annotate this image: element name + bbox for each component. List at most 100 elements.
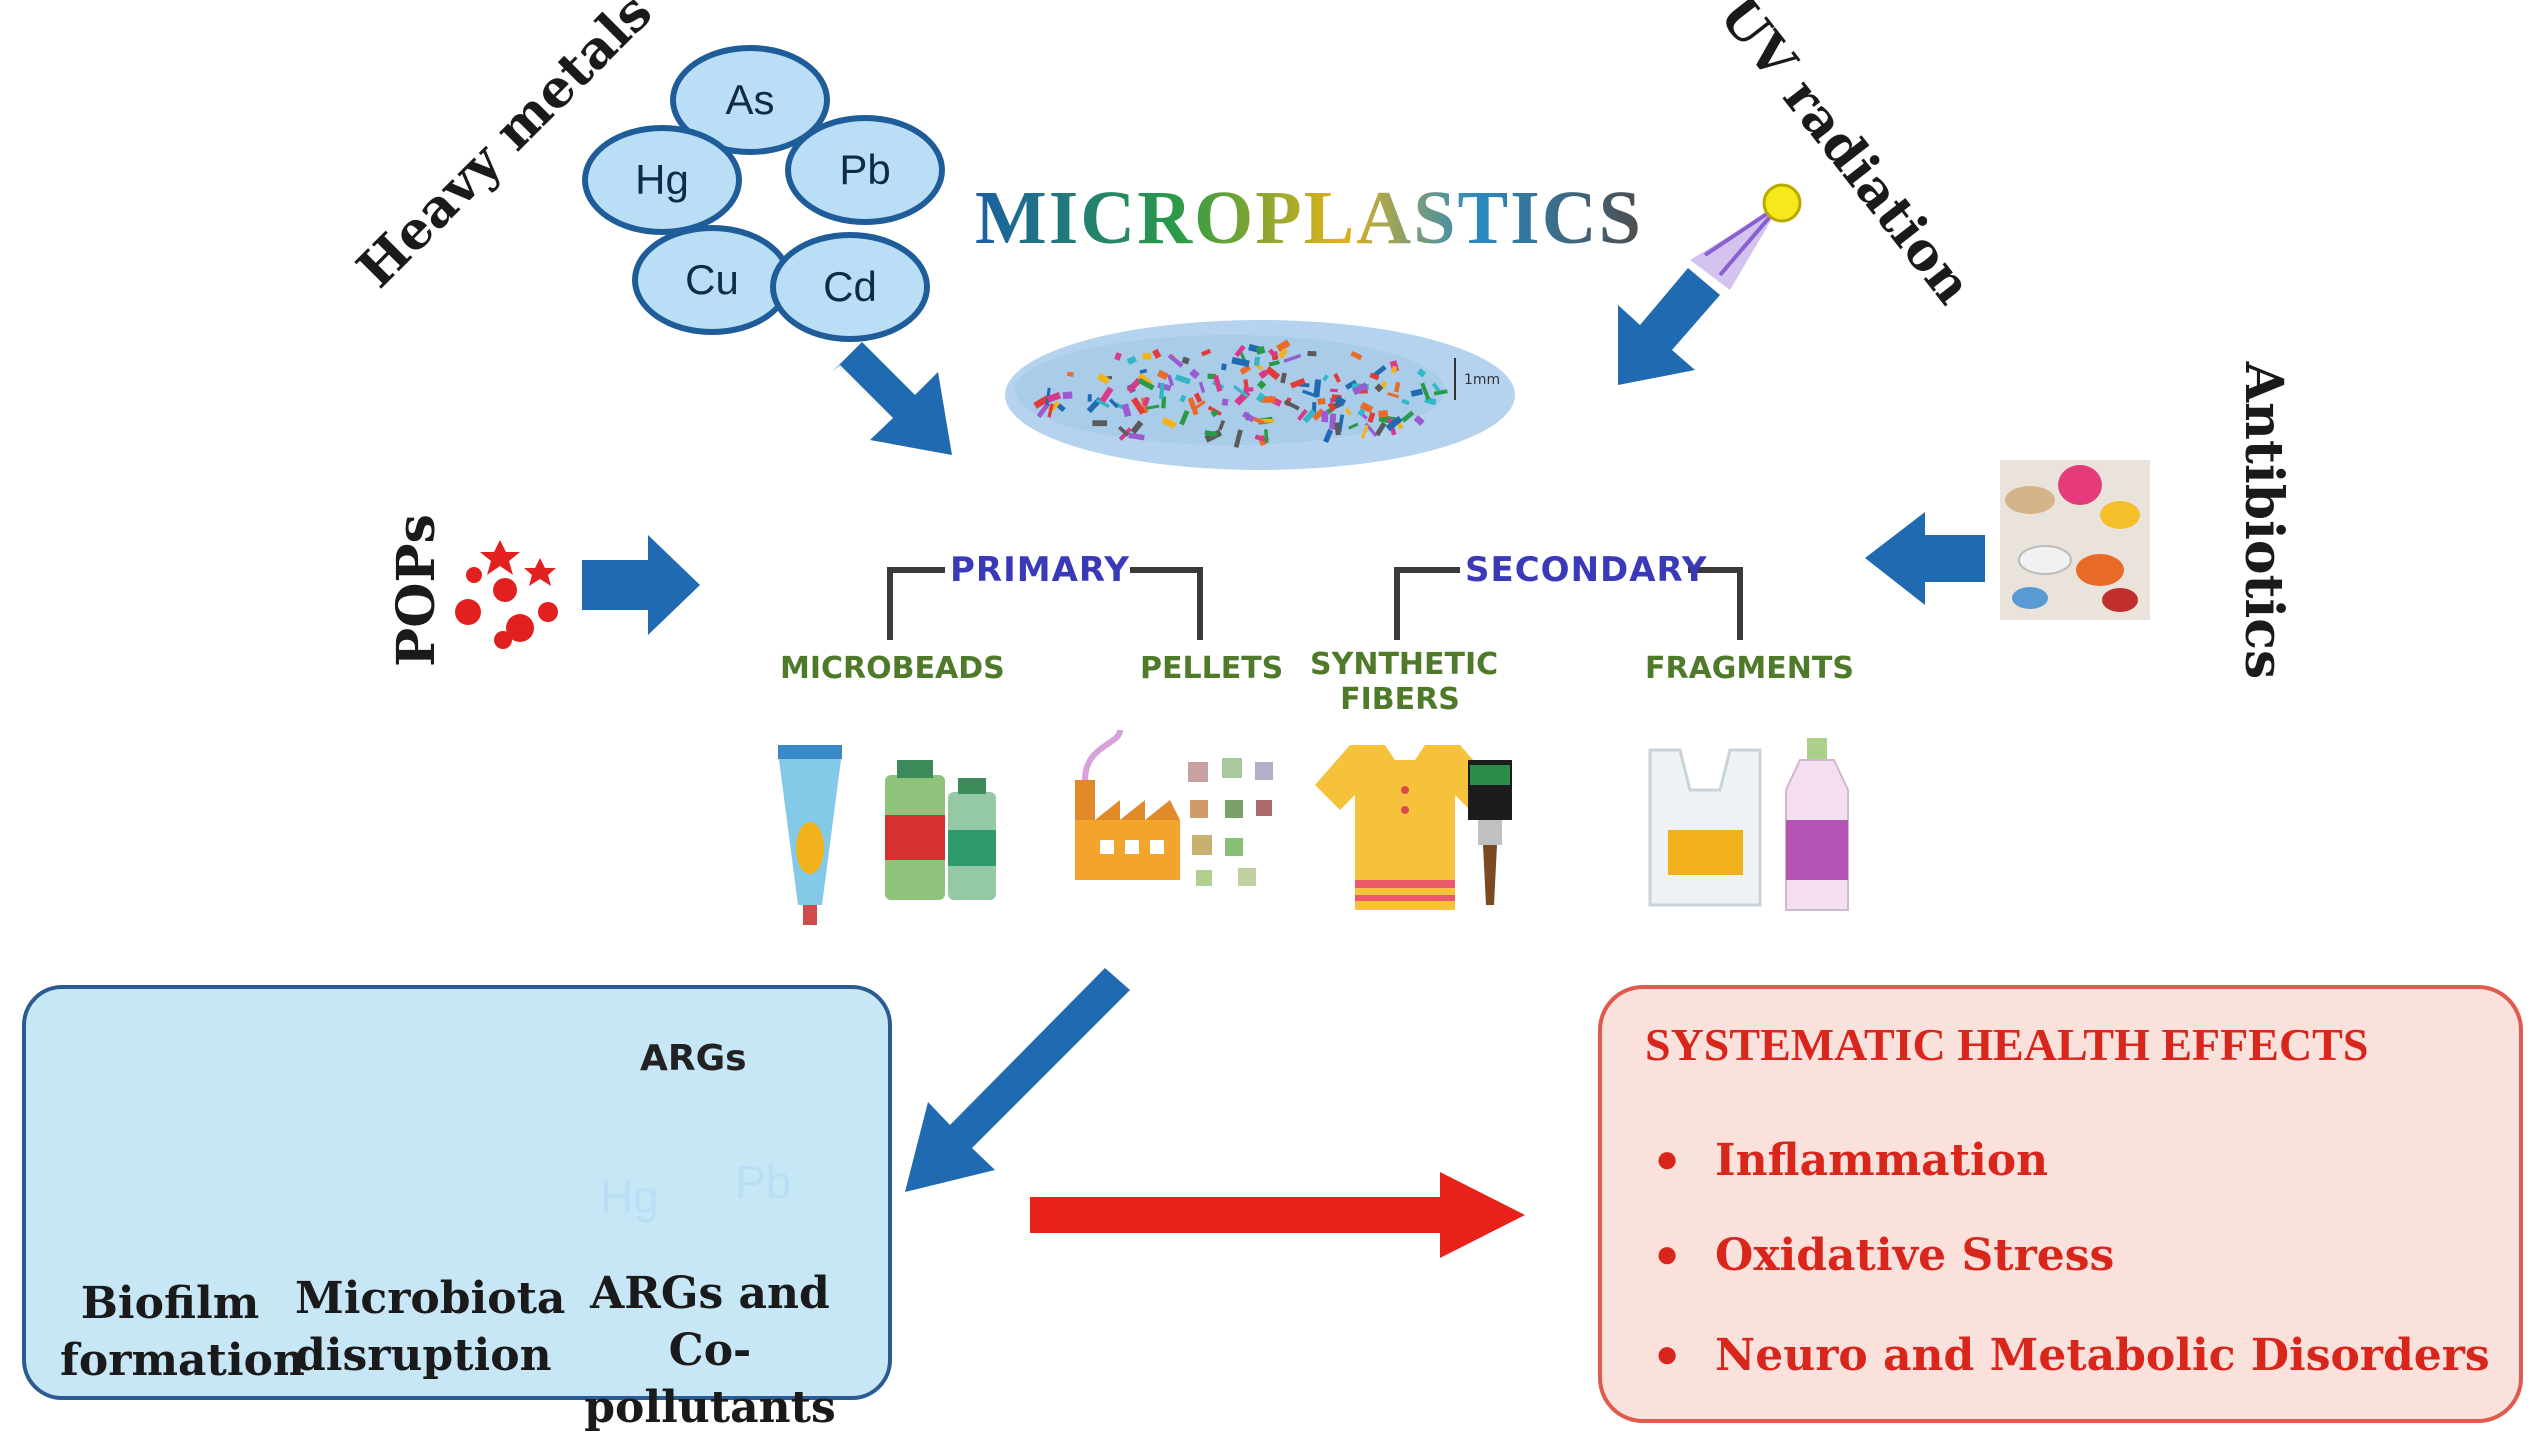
microplastic-speck (1201, 348, 1212, 357)
microplastic-speck (1233, 429, 1243, 448)
microplastic-speck (1095, 398, 1110, 409)
health-title: SYSTEMATIC HEALTH EFFECTS (1645, 1019, 2369, 1070)
microplastic-speck (1234, 389, 1251, 406)
microplastic-speck (1416, 368, 1427, 378)
microplastic-speck (1289, 378, 1306, 389)
microplastic-speck (1062, 391, 1073, 400)
tshirt-icon (1315, 745, 1495, 910)
microplastic-speck (1179, 409, 1190, 426)
microplastic-speck (1033, 395, 1050, 409)
microplastic-speck (1161, 396, 1167, 409)
microplastic-speck (1401, 398, 1410, 406)
microplastic-speck (1193, 392, 1203, 404)
metal-hg: Hg (582, 125, 742, 235)
microplastic-speck (1258, 418, 1275, 423)
microplastic-speck (1139, 368, 1148, 374)
health-item-neuro-metabolic: Neuro and Metabolic Disorders (1715, 1330, 2490, 1381)
microplastic-speck (1283, 353, 1302, 363)
microplastic-speck (1344, 407, 1352, 416)
arrow-to-effects (905, 968, 1130, 1192)
pellets-icon (1188, 758, 1273, 886)
microplastic-speck (1278, 348, 1289, 359)
bullet-3: ● (1655, 1331, 1680, 1376)
microplastic-speck (1276, 339, 1291, 352)
microplastic-speck (1265, 366, 1281, 381)
microplastic-speck (1302, 409, 1317, 424)
microplastic-speck (1046, 391, 1062, 403)
microplastic-speck (1367, 411, 1376, 423)
microplastic-speck (1218, 419, 1226, 431)
cosmetic-tube-icon (778, 745, 842, 925)
microplastic-speck (1167, 374, 1175, 387)
arrow-antibiotics (1865, 512, 1985, 605)
microplastic-speck (1317, 397, 1326, 405)
arrow-pops (582, 535, 700, 635)
microplastic-speck (1387, 392, 1400, 399)
microplastic-speck (1385, 415, 1403, 432)
microplastic-speck (1359, 401, 1374, 414)
microplastic-speck (1161, 416, 1177, 429)
microplastic-speck (1239, 364, 1252, 375)
microplastic-speck (1350, 350, 1363, 361)
microplastic-speck (1413, 415, 1425, 426)
microplastic-speck (1213, 374, 1223, 392)
microplastic-speck (1128, 432, 1145, 441)
microplastic-speck (1099, 386, 1114, 403)
microplastic-speck (1357, 408, 1366, 417)
microplastic-speck (1327, 402, 1336, 412)
microplastic-speck (1146, 404, 1160, 410)
microplastic-speck (1242, 411, 1255, 423)
health-item-oxidative-stress: Oxidative Stress (1715, 1230, 2115, 1281)
microplastic-speck (1121, 403, 1132, 418)
microplastic-speck (1394, 381, 1401, 393)
microplastic-speck (1220, 363, 1227, 371)
arrow-heavy-metals (832, 342, 952, 455)
microplastic-speck (1118, 425, 1130, 437)
microplastic-speck (1334, 422, 1341, 436)
microplastic-speck (1420, 382, 1431, 400)
microplastic-speck (1410, 388, 1424, 397)
microplastic-speck (1374, 421, 1387, 437)
bullet-1: ● (1655, 1136, 1680, 1181)
microplastic-speck (1329, 413, 1337, 430)
microplastic-speck (1253, 416, 1265, 425)
microplastic-speck (1253, 356, 1261, 366)
microplastic-speck (1231, 357, 1250, 368)
fragments-label: FRAGMENTS (1645, 651, 1854, 686)
microplastic-speck (1036, 401, 1051, 419)
arrow-red (1030, 1172, 1525, 1258)
ecological-effects-panel (22, 985, 892, 1400)
microplastic-speck (1297, 408, 1308, 421)
plastic-bag-icon (1648, 748, 1762, 907)
microplastic-speck (1221, 398, 1229, 406)
microplastics-title: MICROPLASTICS (975, 176, 1643, 260)
microplastic-speck (1114, 352, 1122, 361)
microplastic-speck (1056, 403, 1066, 412)
microplastic-speck (1179, 394, 1187, 403)
primary-label: PRIMARY (950, 550, 1130, 590)
microplastic-speck (1333, 373, 1341, 383)
arrows-blue (582, 268, 1985, 1192)
microplastic-speck (1174, 374, 1191, 385)
pellets-label: PELLETS (1140, 651, 1284, 686)
microplastic-speck (1378, 410, 1389, 418)
microbiota-caption: Microbiota disruption (295, 1273, 566, 1382)
health-effects-panel (1598, 985, 2523, 1423)
microplastic-speck (1194, 400, 1206, 410)
args-badge-text: ARGs (640, 1038, 747, 1079)
microplastic-speck (1047, 403, 1054, 418)
metal-pb: Pb (785, 115, 945, 225)
microplastic-speck (1390, 365, 1398, 374)
microplastic-speck (1156, 369, 1169, 380)
paintbrush-icon (1468, 760, 1512, 905)
microplastic-speck (1260, 396, 1276, 403)
microplastic-speck (1264, 429, 1269, 443)
microplastic-speck (1255, 345, 1266, 355)
microplastic-speck (1131, 397, 1146, 415)
antibiotics-pills-icon (2000, 460, 2150, 620)
microplastic-speck (1187, 397, 1199, 416)
category-brackets (887, 567, 1743, 640)
microplastic-speck (1321, 410, 1329, 423)
biofilm-caption: Biofilm formation (60, 1278, 305, 1387)
